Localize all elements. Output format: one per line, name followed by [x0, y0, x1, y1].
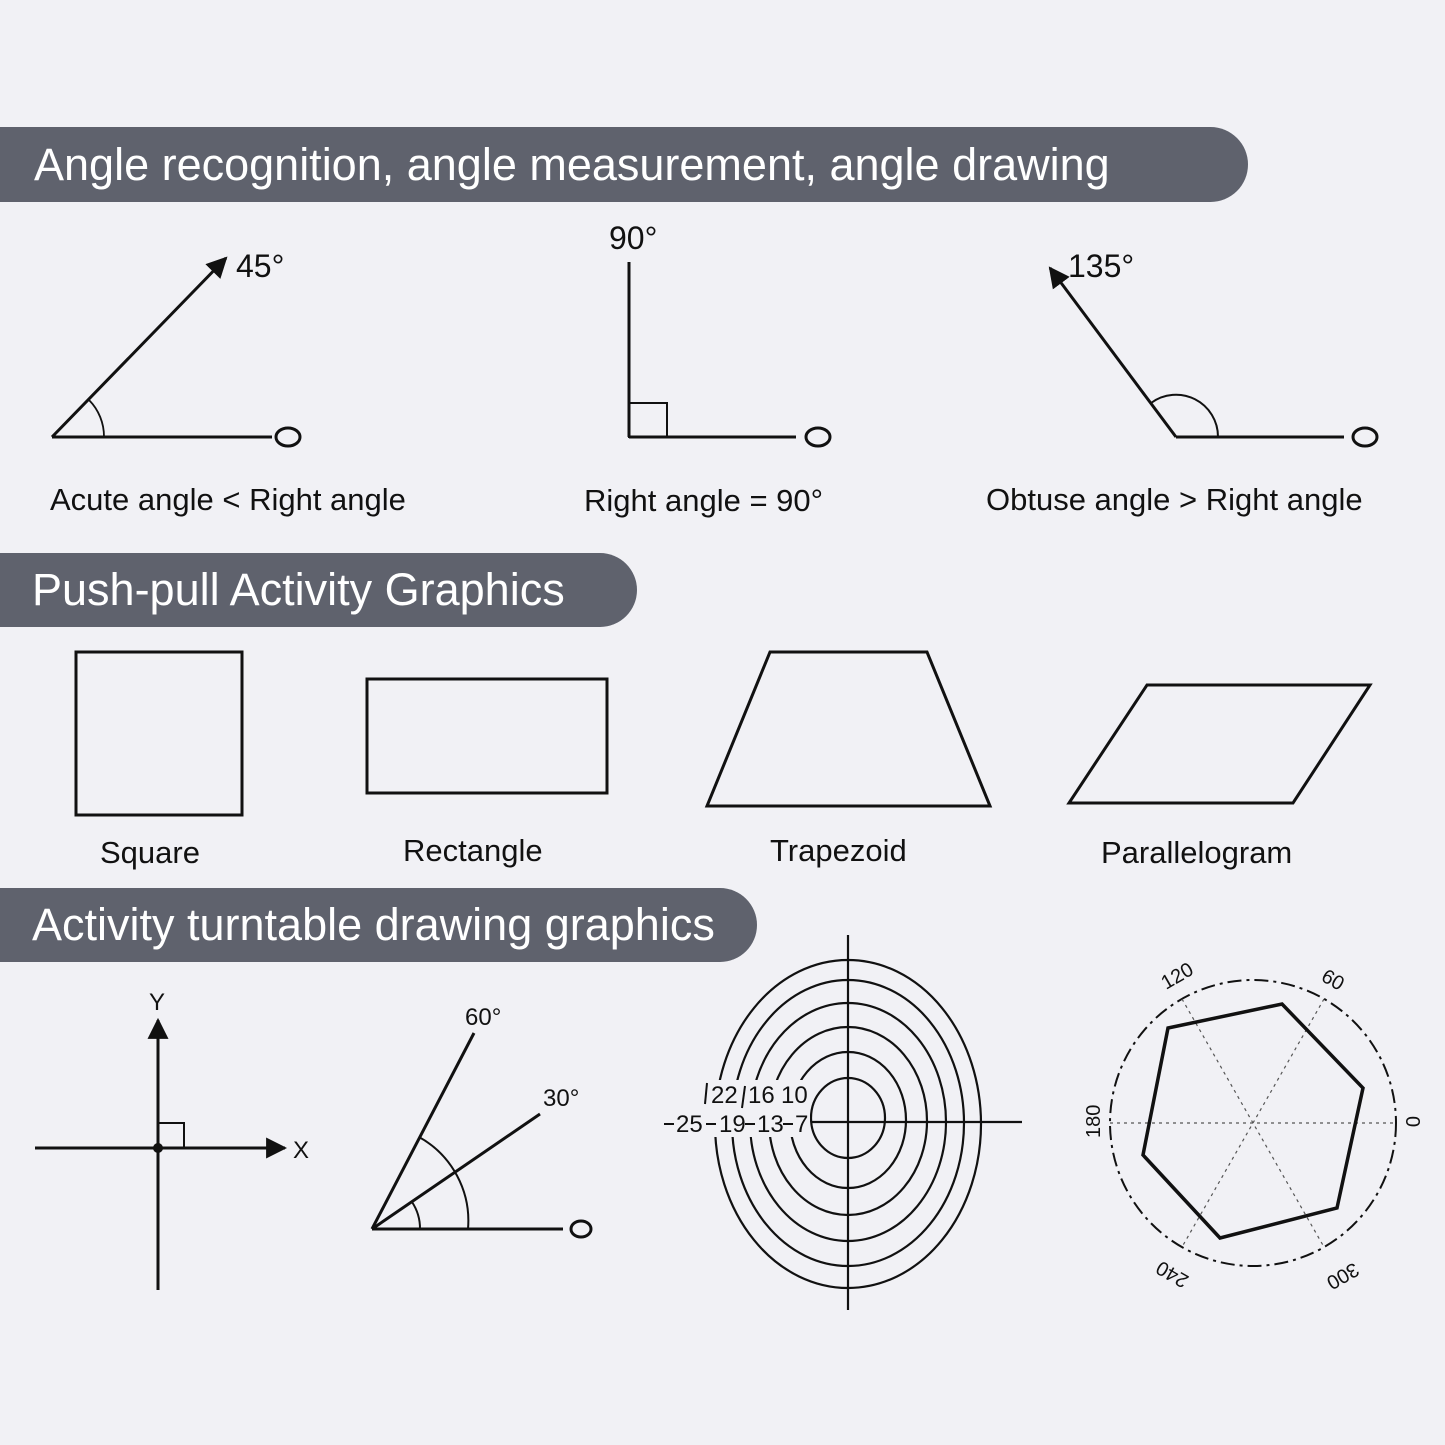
target-number-16: 16 — [748, 1082, 775, 1109]
dial-guide-lines — [1110, 998, 1396, 1248]
rectangle-shape — [365, 677, 609, 795]
origin-point — [153, 1143, 163, 1153]
dual-angle-inner-arc — [411, 1201, 422, 1230]
dial-tick-120: 120 — [1158, 959, 1198, 995]
section-title-angles: Angle recognition, angle measurement, an… — [0, 127, 1248, 202]
dual-angle-figure — [370, 1032, 593, 1239]
section-title-angles-text: Angle recognition, angle measurement, an… — [34, 138, 1110, 190]
right-angle-marker — [628, 402, 668, 438]
right-angle-endpoint — [804, 426, 832, 448]
acute-angle-endpoint — [274, 426, 302, 448]
acute-angle-degree: 45° — [236, 248, 284, 284]
x-axis-label: X — [293, 1137, 309, 1164]
dial-tick-180: 180 — [1083, 1105, 1105, 1138]
coordinate-axes — [35, 1017, 288, 1290]
acute-angle-figure — [50, 256, 302, 448]
acute-angle-arc — [88, 399, 105, 438]
trapezoid-shape — [704, 650, 993, 808]
target-number-13: 13 — [757, 1111, 784, 1138]
parallelogram-shape — [1066, 683, 1373, 805]
target-ring-1 — [809, 1076, 887, 1160]
hexagon-dial: 0 60 120 180 240 300 — [1083, 959, 1423, 1294]
right-angle-figure — [627, 262, 832, 448]
dial-tick-240: 240 — [1153, 1256, 1193, 1292]
right-angle-degree: 90° — [609, 220, 657, 256]
rectangle-label: Rectangle — [403, 833, 543, 868]
trapezoid-label: Trapezoid — [770, 833, 907, 868]
dial-hexagon — [1141, 1002, 1365, 1240]
dual-angle-outer-arc — [418, 1136, 470, 1230]
target-number-10: 10 — [781, 1082, 808, 1109]
target-number-7: 7 — [795, 1111, 808, 1138]
y-axis-label: Y — [149, 989, 165, 1016]
target-number-25: 25 — [676, 1111, 703, 1138]
acute-angle-arrow-ray — [50, 256, 228, 439]
dial-tick-300: 300 — [1323, 1258, 1363, 1294]
target-number-19: 19 — [719, 1111, 746, 1138]
parallelogram-label: Parallelogram — [1101, 835, 1292, 870]
dual-angle-30-label: 30° — [543, 1085, 579, 1112]
dial-tick-60: 60 — [1318, 965, 1348, 995]
obtuse-angle-figure — [1048, 266, 1379, 448]
obtuse-angle-arc — [1150, 393, 1220, 438]
target-number-22: 22 — [711, 1082, 738, 1109]
right-angle-caption: Right angle = 90° — [584, 483, 823, 518]
obtuse-angle-degree: 135° — [1068, 248, 1134, 284]
axes-right-angle-marker — [157, 1122, 185, 1149]
dual-angle-60-ray — [370, 1032, 476, 1230]
dial-dashed-circle — [1109, 979, 1397, 1267]
obtuse-angle-endpoint — [1351, 426, 1379, 448]
dual-angle-60-label: 60° — [465, 1004, 501, 1031]
dial-tick-0: 0 — [1401, 1116, 1423, 1127]
obtuse-angle-arrow-ray — [1048, 266, 1178, 438]
section-title-push-pull: Push-pull Activity Graphics — [0, 553, 637, 627]
section-title-turntable-text: Activity turntable drawing graphics — [32, 899, 715, 950]
square-shape — [74, 650, 244, 817]
section-title-turntable: Activity turntable drawing graphics — [0, 888, 757, 962]
dual-angle-30-ray — [371, 1112, 541, 1231]
target-dashes — [664, 1082, 793, 1125]
obtuse-angle-caption: Obtuse angle > Right angle — [986, 482, 1363, 517]
square-label: Square — [100, 835, 200, 870]
acute-angle-caption: Acute angle < Right angle — [50, 482, 406, 517]
dual-angle-endpoint — [569, 1219, 593, 1239]
target-label-backdrop — [658, 1080, 810, 1137]
section-title-push-pull-text: Push-pull Activity Graphics — [32, 564, 565, 615]
